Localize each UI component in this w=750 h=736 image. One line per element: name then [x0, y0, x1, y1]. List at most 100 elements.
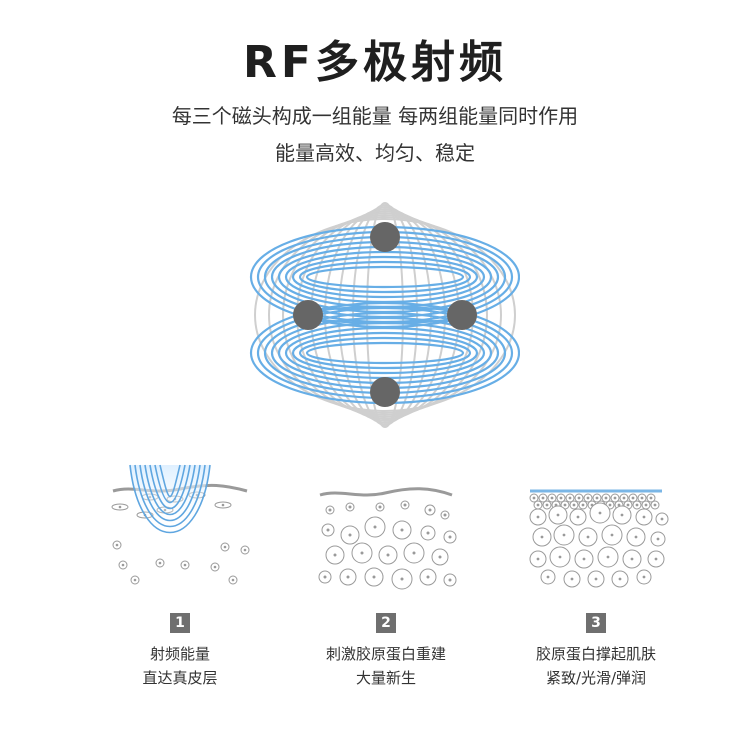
skin-cell: [111, 503, 129, 511]
cell-nucleus: [426, 575, 430, 579]
cell-nucleus: [540, 535, 544, 539]
rf-energy-line: [159, 464, 181, 498]
cell-nucleus: [642, 515, 646, 519]
subtitle-line-1: 每三个磁头构成一组能量 每两组能量同时作用: [171, 104, 579, 128]
skin-cell: [155, 558, 165, 568]
cell-nucleus: [386, 553, 390, 557]
cell-nucleus: [653, 503, 657, 507]
electrode-bottom: [370, 377, 400, 407]
cell-nucleus: [595, 496, 599, 500]
skin-cell: [214, 501, 232, 509]
blue-field-line: [298, 336, 472, 370]
blue-field-line: [305, 265, 465, 289]
cell-nucleus: [586, 496, 590, 500]
skin-cell: [118, 560, 128, 570]
cell-nucleus: [559, 496, 563, 500]
step-1-caption-line-2: 直达真皮层: [142, 669, 218, 687]
step-1-caption-line-1: 射频能量: [149, 645, 210, 663]
cell-nucleus: [563, 503, 567, 507]
cell-nucleus: [581, 503, 585, 507]
rf-energy-line: [134, 464, 206, 528]
rf-energy-line: [154, 464, 186, 503]
cell-nucleus: [373, 525, 377, 529]
cell-nucleus: [590, 503, 594, 507]
cell-nucleus: [536, 557, 540, 561]
cell-nucleus: [545, 503, 549, 507]
skin-diagram-step-3: [529, 489, 669, 588]
cell-nucleus: [536, 503, 540, 507]
cell-nucleus: [577, 496, 581, 500]
cell-nucleus: [660, 517, 664, 521]
cell-nucleus: [213, 565, 217, 569]
rf-multipolar-field-illustration: [249, 202, 520, 428]
cell-nucleus: [598, 511, 602, 515]
step-3-caption-line-2: 紧致/光滑/弹润: [545, 669, 647, 687]
cell-nucleus: [158, 561, 162, 565]
cell-nucleus: [323, 575, 327, 579]
cell-nucleus: [546, 575, 550, 579]
cell-nucleus: [121, 563, 125, 567]
cell-nucleus: [594, 577, 598, 581]
cell-nucleus: [656, 537, 660, 541]
cell-nucleus: [654, 557, 658, 561]
rf-energy-line: [144, 464, 196, 516]
cell-nucleus: [536, 515, 540, 519]
blue-field-line: [298, 260, 472, 294]
skin-cell: [210, 562, 220, 572]
cell-nucleus: [360, 551, 364, 555]
cell-nucleus: [617, 503, 621, 507]
blue-field-line: [303, 305, 467, 325]
cell-nucleus: [606, 555, 610, 559]
cell-nucleus: [649, 496, 653, 500]
cell-nucleus: [568, 496, 572, 500]
step-2-caption-line-1: 刺激胶原蛋白重建: [325, 645, 446, 663]
cell-nucleus: [118, 505, 122, 509]
cell-nucleus: [438, 555, 442, 559]
cell-nucleus: [443, 513, 447, 517]
skin-diagram-step-1: [111, 464, 250, 585]
step-3-caption-line-1: 胶原蛋白撑起肌肤: [535, 645, 656, 663]
cell-nucleus: [631, 496, 635, 500]
cell-nucleus: [403, 503, 407, 507]
cell-nucleus: [613, 496, 617, 500]
cell-nucleus: [448, 535, 452, 539]
blue-field-line: [305, 341, 465, 365]
electrode-left: [293, 300, 323, 330]
cell-nucleus: [223, 545, 227, 549]
gray-field-line: [282, 214, 488, 416]
cell-nucleus: [610, 533, 614, 537]
step-3-badge: 3: [586, 613, 606, 633]
cell-nucleus: [604, 496, 608, 500]
gray-field-line: [268, 216, 502, 414]
cell-nucleus: [576, 515, 580, 519]
page-title: RF多极射频: [243, 37, 507, 88]
cell-nucleus: [372, 575, 376, 579]
skin-cell: [112, 540, 122, 550]
cell-nucleus: [570, 577, 574, 581]
gray-field-line: [366, 202, 404, 428]
blue-field-lines: [249, 225, 520, 405]
rf-energy-line: [139, 464, 201, 522]
blue-field-line: [291, 255, 479, 299]
subtitle-line-2: 能量高效、均匀、稳定: [275, 141, 475, 165]
rf-energy-line: [149, 464, 191, 510]
gray-field-line: [254, 218, 516, 412]
cell-nucleus: [326, 528, 330, 532]
gray-field-line: [324, 208, 446, 422]
cell-nucleus: [541, 496, 545, 500]
cell-nucleus: [618, 577, 622, 581]
skin-cell: [220, 542, 230, 552]
cell-nucleus: [572, 503, 576, 507]
cell-nucleus: [532, 496, 536, 500]
skin-cell: [130, 575, 140, 585]
cell-nucleus: [622, 496, 626, 500]
cell-nucleus: [550, 496, 554, 500]
skin-cell: [240, 545, 250, 555]
cell-nucleus: [586, 535, 590, 539]
cell-nucleus: [400, 528, 404, 532]
cell-nucleus: [426, 531, 430, 535]
cell-nucleus: [642, 575, 646, 579]
cell-nucleus: [412, 551, 416, 555]
cell-nucleus: [428, 508, 432, 512]
cell-nucleus: [620, 513, 624, 517]
